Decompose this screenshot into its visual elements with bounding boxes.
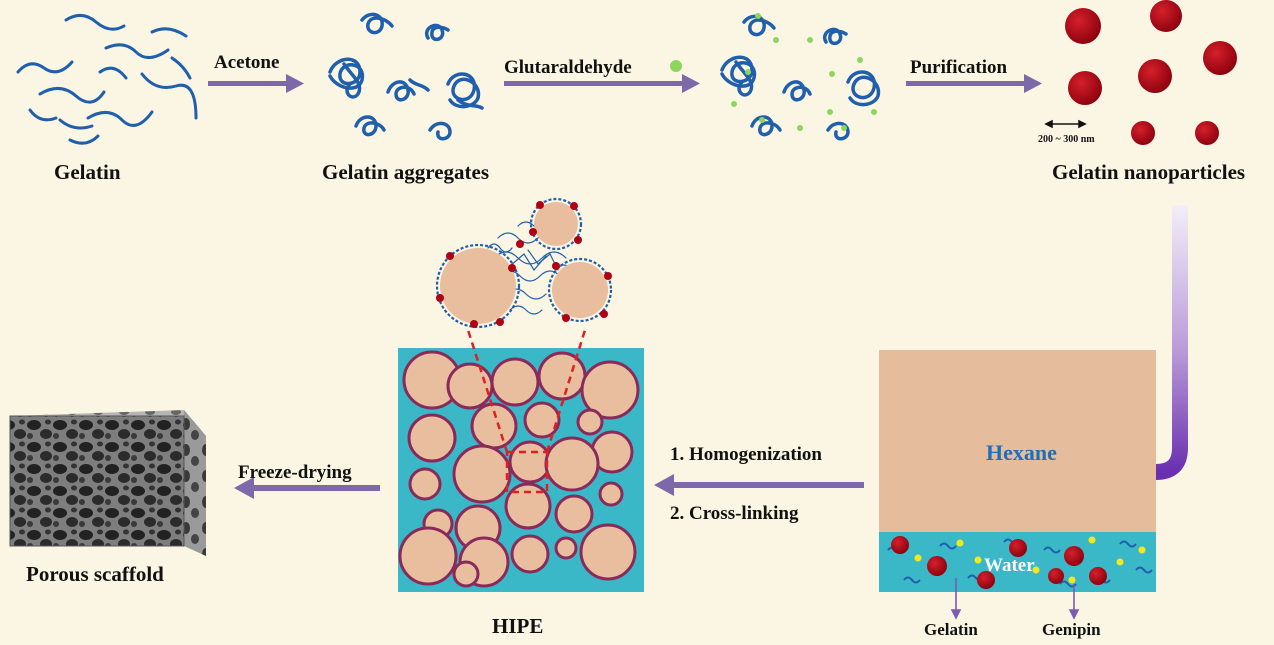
freeze-drying-label: Freeze-drying — [238, 462, 352, 483]
acetone-label: Acetone — [214, 52, 280, 73]
purification-label: Purification — [910, 57, 1008, 78]
crosslinking-label: 2. Cross-linking — [670, 503, 799, 524]
gelatin-nanoparticles-label: Gelatin nanoparticles — [1052, 160, 1246, 184]
zoom-inset-icon — [435, 197, 613, 329]
gelatin-legend-label: Gelatin — [924, 620, 978, 639]
gelatin-aggregate-icon — [328, 12, 484, 141]
arrow-icon — [208, 74, 1042, 499]
homogenization-label: 1. Homogenization — [670, 444, 822, 465]
gelatin-aggregates-label: Gelatin aggregates — [322, 160, 489, 184]
hipe-label: HIPE — [492, 614, 544, 638]
scale-bar-label: 200 ~ 300 nm — [1038, 134, 1095, 145]
phase-box — [879, 350, 1156, 620]
hipe-emulsion-icon — [398, 329, 644, 592]
glutaraldehyde-dot-icon — [670, 13, 877, 131]
water-label: Water — [984, 555, 1035, 576]
nanoparticle-icon — [1065, 0, 1237, 145]
hexane-label: Hexane — [986, 440, 1057, 465]
genipin-legend-label: Genipin — [1042, 620, 1101, 639]
scale-bar — [1044, 119, 1087, 129]
glutaraldehyde-label: Glutaraldehyde — [504, 57, 632, 78]
crosslinked-aggregate-icon — [720, 14, 881, 141]
gelatin-label: Gelatin — [54, 160, 121, 184]
gelatin-chain-icon — [16, 14, 198, 145]
porous-scaffold-label: Porous scaffold — [26, 562, 164, 586]
porous-scaffold-image — [9, 410, 206, 556]
